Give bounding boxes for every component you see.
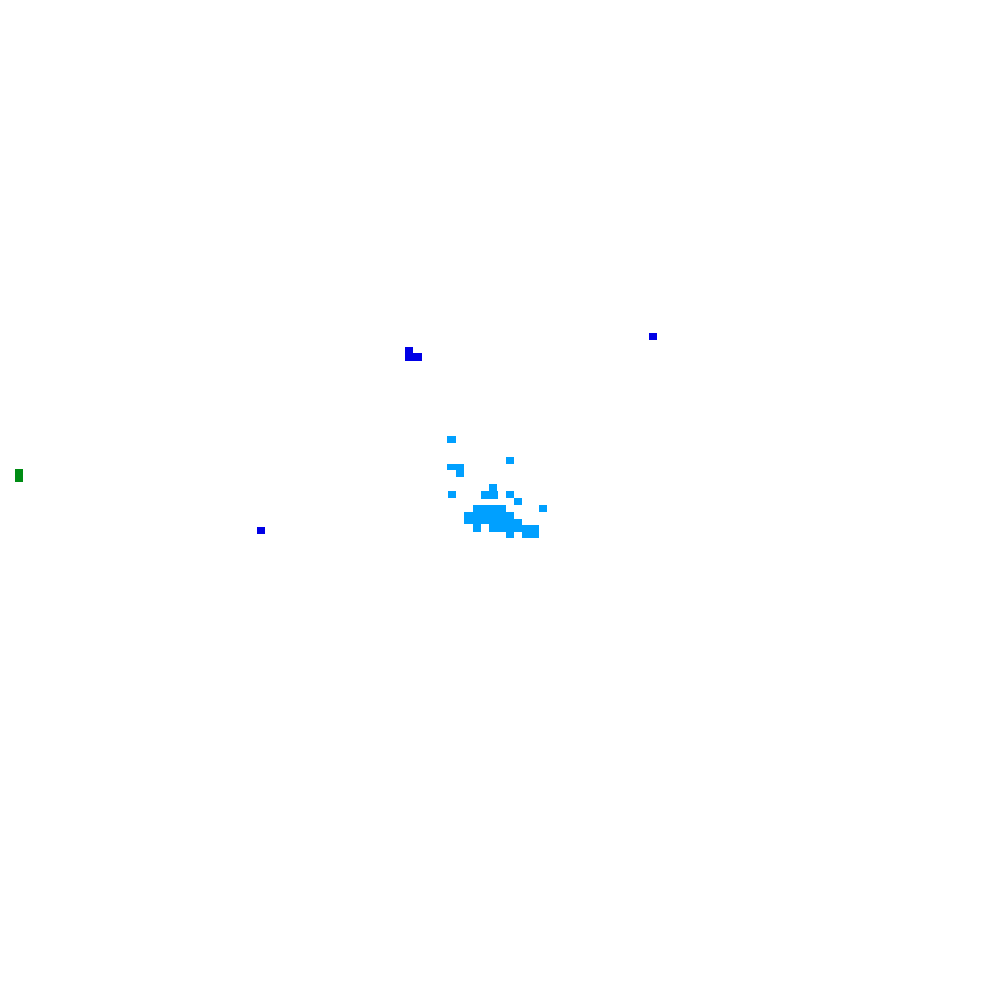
- light-blue-cell: [473, 524, 481, 532]
- green-marker: [15, 469, 23, 482]
- dark-blue-marker: [413, 353, 422, 361]
- light-blue-cell: [539, 505, 547, 512]
- green-marker-group: [15, 469, 23, 482]
- light-blue-cluster-group: [447, 436, 547, 538]
- light-blue-cell: [447, 436, 456, 443]
- light-blue-cell: [447, 464, 464, 470]
- light-blue-cell: [506, 491, 514, 498]
- light-blue-cell: [448, 491, 456, 498]
- light-blue-cell: [473, 505, 506, 513]
- light-blue-cell: [506, 457, 514, 464]
- dark-blue-marker: [257, 527, 265, 534]
- dark-blue-marker: [405, 347, 413, 361]
- light-blue-cell: [456, 468, 464, 477]
- dark-blue-marker: [649, 333, 657, 340]
- light-blue-cell: [489, 484, 497, 491]
- light-blue-cell: [522, 525, 539, 538]
- light-blue-cell: [514, 498, 522, 505]
- light-blue-cell: [481, 491, 498, 499]
- light-blue-cell: [489, 519, 522, 532]
- dark-blue-marker-group: [257, 333, 657, 534]
- light-blue-cell: [506, 531, 514, 538]
